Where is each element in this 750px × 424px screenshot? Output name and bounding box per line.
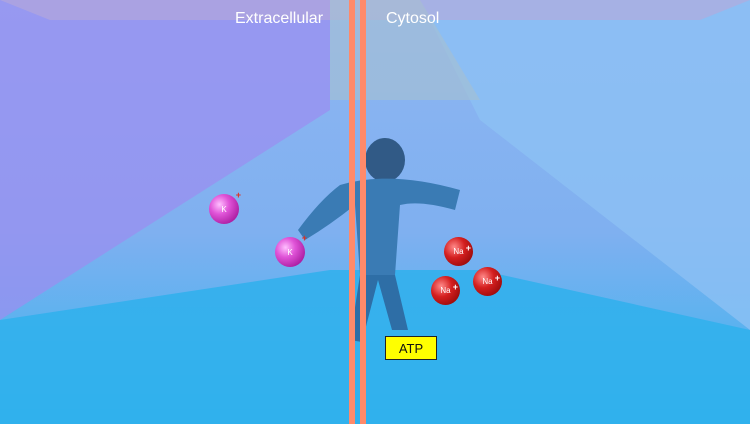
figure-torso — [298, 178, 460, 275]
right-wall — [420, 0, 750, 330]
membrane-inner-line — [360, 0, 366, 424]
ion-symbol: Na — [453, 247, 464, 256]
atp-box: ATP — [385, 336, 437, 360]
ion-charge: + — [235, 190, 241, 200]
extracellular-label: Extracellular — [235, 10, 324, 27]
sodium-ion: Na + — [473, 267, 502, 296]
potassium-ion: K + — [275, 233, 307, 267]
ion-symbol: K — [221, 204, 227, 214]
floor — [0, 270, 750, 424]
ion-symbol: Na — [482, 277, 493, 286]
back-wall — [330, 0, 480, 100]
cytosol-label: Cytosol — [386, 10, 440, 27]
ion-charge: + — [465, 243, 471, 253]
sodium-ion: Na + — [431, 276, 460, 305]
membrane-outer-line — [349, 0, 355, 424]
left-wall — [0, 0, 330, 320]
ion-charge: + — [452, 282, 458, 292]
ion-symbol: Na — [440, 286, 451, 295]
ion-charge: + — [301, 233, 307, 243]
figure-head — [365, 138, 405, 182]
ion-symbol: K — [287, 247, 293, 257]
sodium-ion: Na + — [444, 237, 473, 266]
potassium-ion: K + — [209, 190, 241, 224]
ion-charge: + — [494, 273, 500, 283]
